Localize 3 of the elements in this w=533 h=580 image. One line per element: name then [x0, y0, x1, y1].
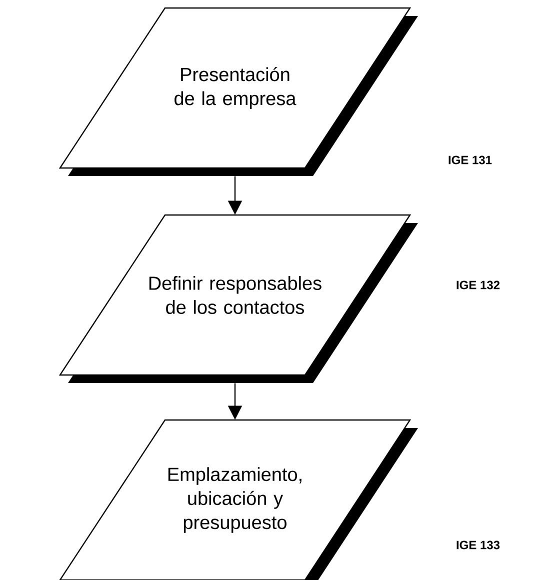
- code-label: IGE 132: [456, 280, 500, 290]
- code-label: IGE 131: [448, 156, 492, 164]
- code-label: IGE 133: [456, 540, 500, 550]
